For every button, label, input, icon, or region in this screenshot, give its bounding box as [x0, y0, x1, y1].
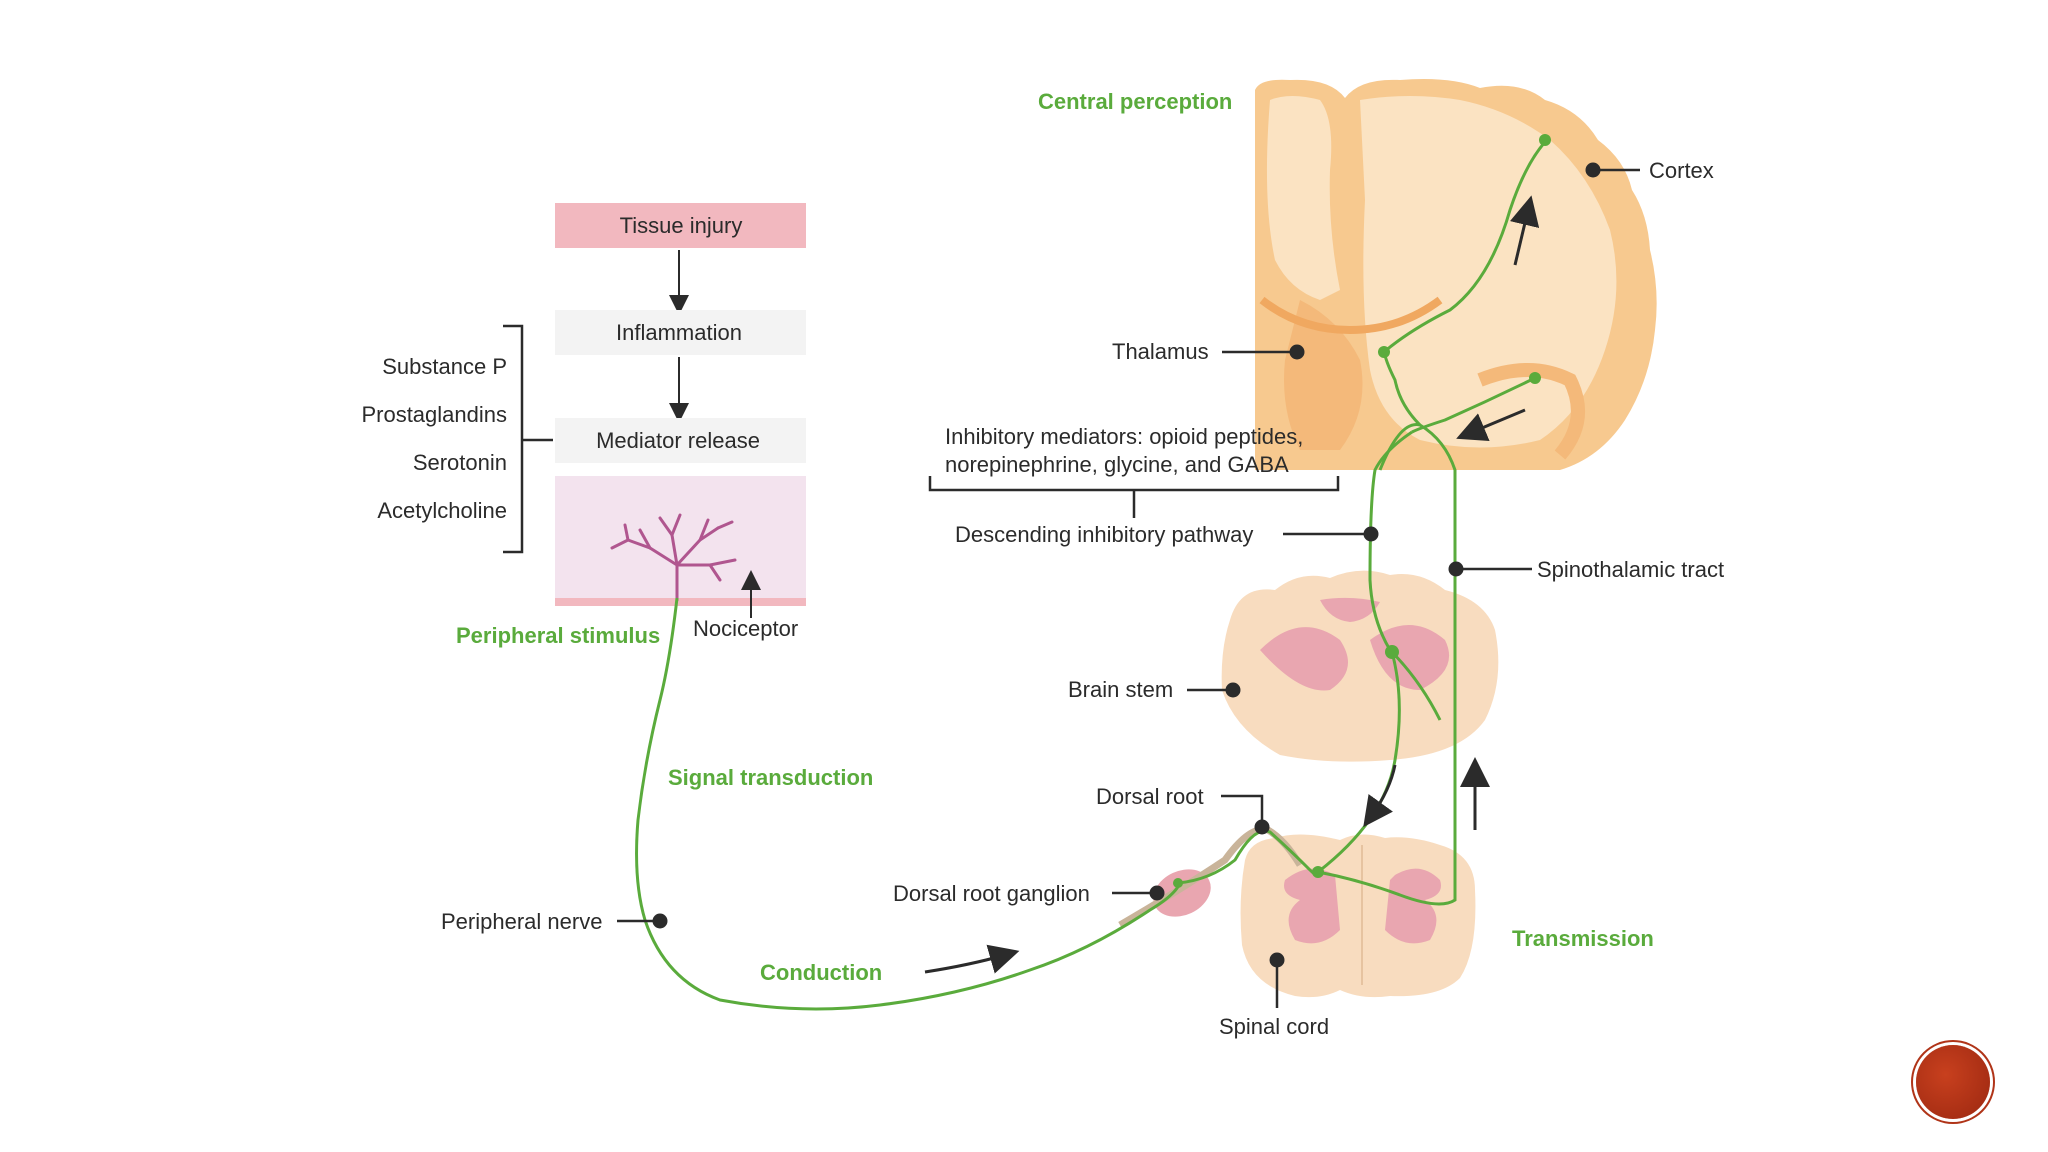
brain-stem-nucleus-left	[1260, 627, 1348, 691]
mediator-item: Substance P	[382, 354, 507, 379]
brain-stem-nucleus-right	[1370, 625, 1450, 690]
tissue-injury-label: Tissue injury	[620, 213, 743, 238]
signal-transduction-label: Signal transduction	[668, 765, 873, 790]
grey-matter-right	[1385, 868, 1441, 944]
spinothalamic-tract-label: Spinothalamic tract	[1537, 557, 1724, 582]
inflammation-box	[555, 310, 806, 355]
conduction-arrow	[924, 944, 1020, 974]
peripheral-stimulus-label: Peripheral stimulus	[456, 623, 660, 648]
nociceptor-endings	[610, 513, 737, 602]
slide-nav-button[interactable]	[1916, 1045, 1990, 1119]
mediator-item: Serotonin	[413, 450, 507, 475]
brain-stem-label: Brain stem	[1068, 677, 1173, 702]
brain-stem-nucleus-top	[1320, 597, 1380, 622]
inflammation-label: Inflammation	[616, 320, 742, 345]
descending-pathway-label: Descending inhibitory pathway	[955, 522, 1253, 547]
dorsal-root-label: Dorsal root	[1096, 784, 1204, 809]
mediator-item: Acetylcholine	[377, 498, 507, 523]
flow-chart: Tissue injury Inflammation Mediator rele…	[361, 203, 806, 648]
cortex-descending-arrow	[1456, 408, 1526, 442]
thalamus-region	[1284, 300, 1363, 450]
mediator-release-box	[555, 418, 806, 463]
synapse-dots	[1173, 134, 1551, 888]
ventricle	[1259, 296, 1443, 335]
brain-stem-section	[1221, 570, 1499, 762]
spinal-cord-label: Spinal cord	[1219, 1014, 1329, 1039]
thalamocortical-path	[1383, 141, 1547, 354]
descending-arrow	[1363, 764, 1397, 828]
conduction-label: Conduction	[760, 960, 882, 985]
spinal-cord-section	[1240, 834, 1476, 998]
nociceptor-label: Nociceptor	[693, 616, 798, 641]
flow-arrows	[924, 195, 1540, 974]
tissue-region	[555, 476, 806, 604]
brain-white-matter-right	[1360, 96, 1617, 448]
cortex-label: Cortex	[1649, 158, 1714, 183]
peripheral-nerve-path	[635, 597, 1182, 1011]
leader-lines	[617, 162, 1640, 1008]
central-perception-label: Central perception	[1038, 89, 1232, 114]
skin-surface	[555, 598, 806, 606]
tissue-injury-box	[555, 203, 806, 248]
inhibitory-mediators-line2: norepinephrine, glycine, and GABA	[945, 452, 1289, 477]
cortex-arrow	[1509, 195, 1540, 266]
peripheral-nerve-label: Peripheral nerve	[441, 909, 602, 934]
descending-inhibitory-path	[1368, 430, 1442, 721]
mediator-item: Prostaglandins	[361, 402, 507, 427]
nerve-pathways	[635, 141, 1547, 1011]
mediator-release-label: Mediator release	[596, 428, 760, 453]
brain-white-matter	[1266, 96, 1340, 300]
inhibitory-mediators-line1: Inhibitory mediators: opioid peptides,	[945, 424, 1303, 449]
spinothalamic-tract-path	[1317, 423, 1457, 906]
cortical-descending-path	[1411, 376, 1536, 434]
brain-gyrus	[1477, 363, 1585, 460]
transmission-label: Transmission	[1512, 926, 1654, 951]
brainstem-to-cord-path	[1317, 651, 1401, 874]
dorsal-root-ganglion-label: Dorsal root ganglion	[893, 881, 1090, 906]
brain-section	[1255, 79, 1657, 470]
brain-stem-outline	[1221, 570, 1499, 762]
thalamus-label: Thalamus	[1112, 339, 1209, 364]
grey-matter-left	[1284, 868, 1340, 944]
